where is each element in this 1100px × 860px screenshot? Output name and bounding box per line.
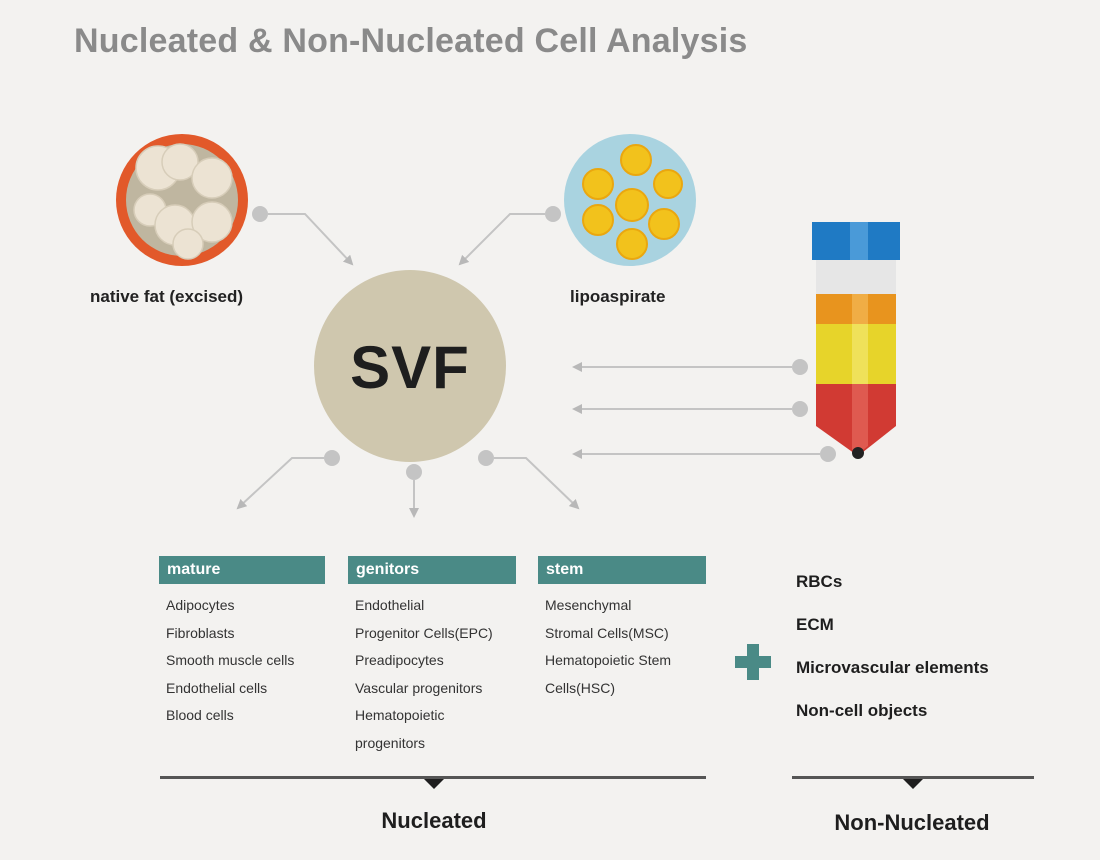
category-header: genitors: [348, 556, 516, 584]
list-item: Progenitor Cells(EPC): [355, 624, 493, 641]
group-brackets: [160, 776, 1034, 789]
list-item: Microvascular elements: [796, 658, 989, 677]
output-arrows: [236, 450, 580, 518]
category-mature: mature Adipocytes Fibroblasts Smooth mus…: [159, 556, 325, 730]
list-item: ECM: [796, 615, 834, 634]
diagram-title: Nucleated & Non-Nucleated Cell Analysis: [74, 22, 748, 60]
list-item: Smooth muscle cells: [166, 652, 295, 668]
list-item: Hematopoietic Stem: [545, 652, 672, 668]
non-nucleated-label: Non-Nucleated: [834, 810, 990, 835]
category-header: mature: [159, 556, 325, 584]
list-item: Mesenchymal: [545, 597, 632, 613]
svf-label: SVF: [350, 333, 470, 401]
category-items: Endothelial Progenitor Cells(EPC) Preadi…: [348, 592, 516, 757]
category-header: stem: [538, 556, 706, 584]
list-item: Non-cell objects: [796, 701, 928, 720]
source-arrows: [252, 206, 561, 266]
native-fat-illustration: [116, 134, 248, 266]
list-item: Endothelial: [355, 597, 425, 613]
nucleated-label: Nucleated: [381, 808, 487, 833]
category-stem: stem Mesenchymal Stromal Cells(MSC) Hema…: [538, 556, 706, 702]
list-item: Vascular progenitors: [355, 679, 483, 696]
list-item: Cells(HSC): [545, 679, 615, 696]
tube-arrows: [572, 359, 836, 462]
plus-icon: [735, 644, 771, 680]
category-items: Adipocytes Fibroblasts Smooth muscle cel…: [159, 592, 325, 730]
list-item: Hematopoietic: [355, 707, 445, 723]
non-nucleated-list: RBCs ECM Microvascular elements Non-cell…: [796, 560, 989, 732]
list-item: Adipocytes: [166, 597, 235, 613]
list-item: Preadipocytes: [355, 652, 444, 668]
native-fat-label: native fat (excised): [90, 287, 244, 306]
list-item: progenitors: [355, 734, 426, 751]
category-items: Mesenchymal Stromal Cells(MSC) Hematopoi…: [538, 592, 706, 702]
list-item: Endothelial cells: [166, 679, 268, 696]
svf-circle: [314, 270, 506, 462]
lipoaspirate-illustration: [564, 134, 696, 266]
test-tube-illustration: [812, 222, 900, 459]
list-item: Stromal Cells(MSC): [545, 624, 669, 641]
category-genitors: genitors Endothelial Progenitor Cells(EP…: [348, 556, 516, 757]
list-item: RBCs: [796, 572, 843, 591]
list-item: Blood cells: [166, 707, 234, 723]
list-item: Fibroblasts: [166, 624, 235, 641]
lipoaspirate-label: lipoaspirate: [570, 287, 666, 306]
